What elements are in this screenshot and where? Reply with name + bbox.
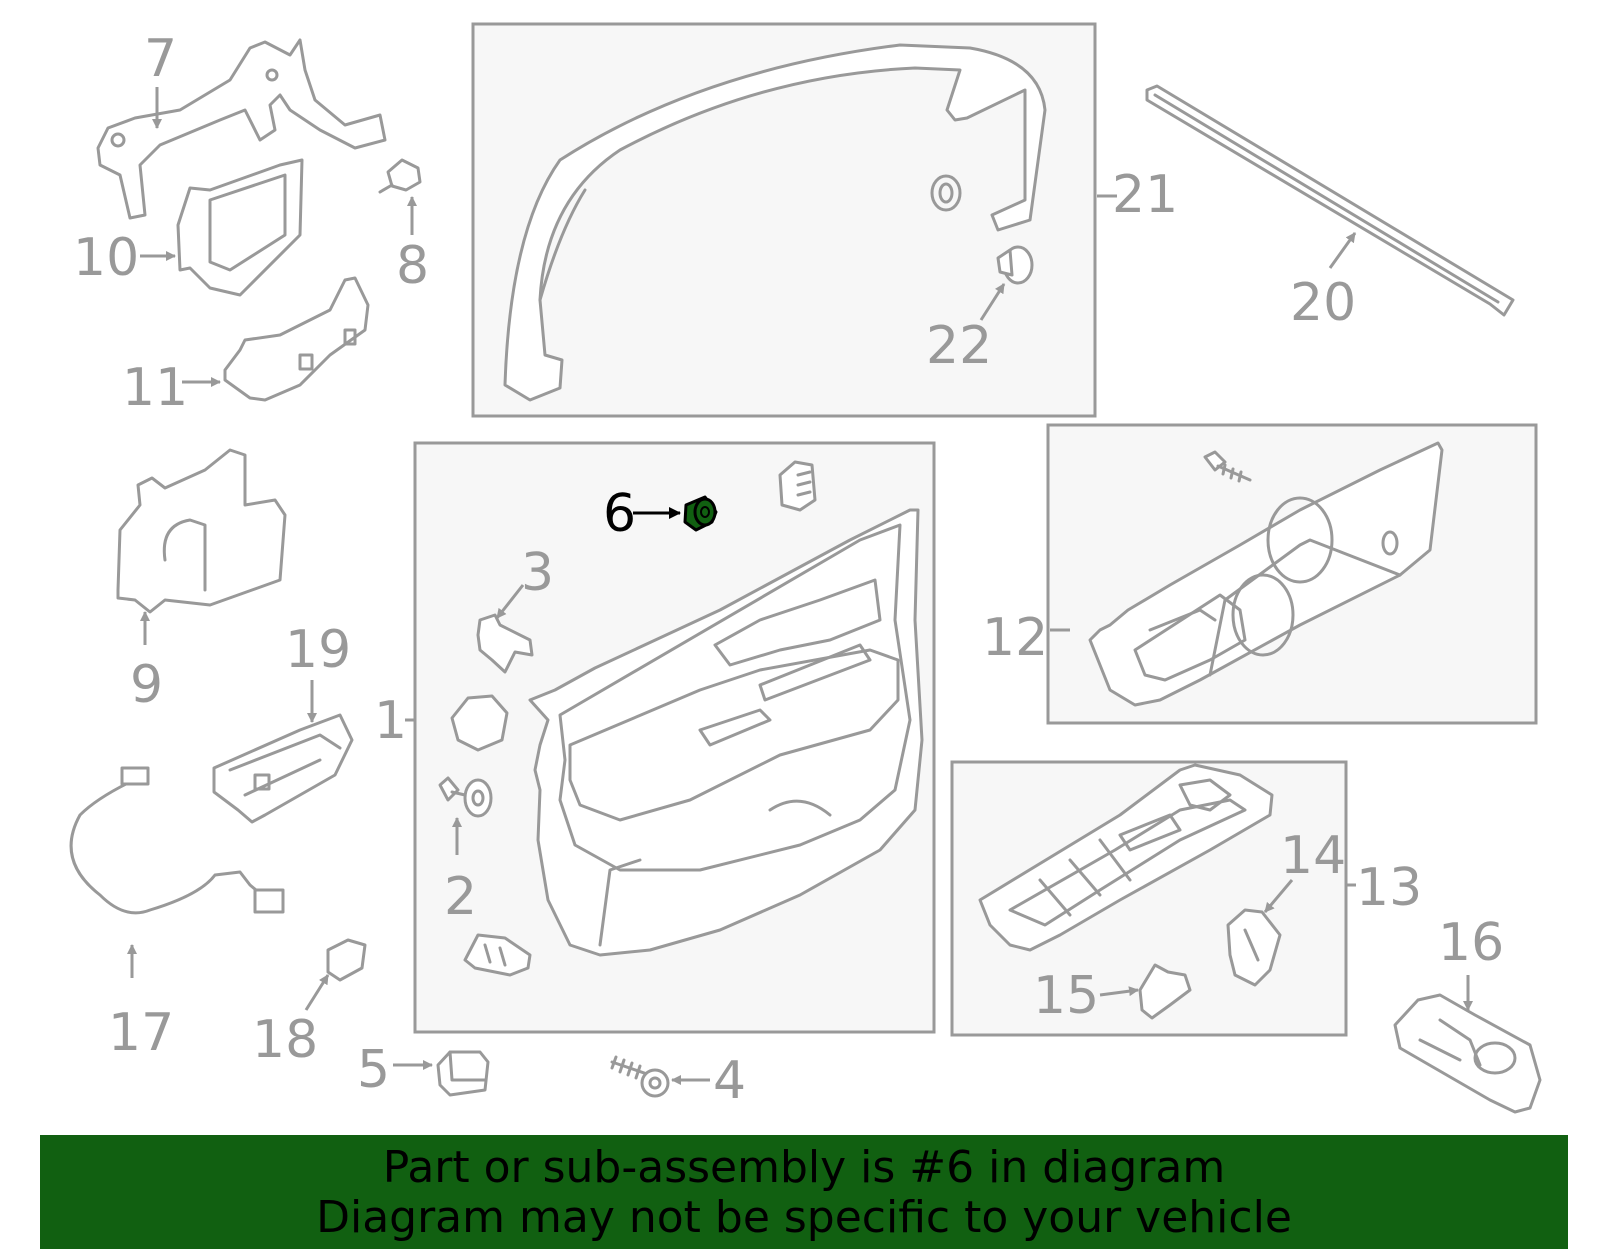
callout-1: 1 bbox=[374, 691, 407, 751]
screw-4-part[interactable] bbox=[610, 1055, 670, 1098]
clip-18-part[interactable] bbox=[326, 938, 367, 982]
clip-22-part[interactable] bbox=[996, 245, 1034, 285]
upper-garnish-part[interactable] bbox=[503, 43, 1047, 402]
screw-8-part[interactable] bbox=[378, 158, 422, 194]
callout-22: 22 bbox=[926, 316, 992, 376]
callout-5: 5 bbox=[357, 1040, 390, 1100]
switch-bezel-13-part[interactable] bbox=[978, 763, 1274, 952]
callout-4: 4 bbox=[713, 1051, 746, 1111]
clip-14-part[interactable] bbox=[1226, 908, 1282, 987]
bracket-7-part[interactable] bbox=[96, 38, 387, 220]
callout-17: 17 bbox=[108, 1003, 174, 1063]
clip-6-part[interactable] bbox=[683, 495, 718, 532]
callout-9: 9 bbox=[130, 655, 163, 715]
clip-bottom-part[interactable] bbox=[463, 933, 532, 977]
nut-5-part[interactable] bbox=[436, 1050, 490, 1097]
clip-top-part[interactable] bbox=[778, 460, 817, 512]
callout-12: 12 bbox=[982, 608, 1048, 668]
callout-13: 13 bbox=[1356, 858, 1422, 918]
callout-3: 3 bbox=[521, 543, 554, 603]
clip-15-part[interactable] bbox=[1138, 963, 1192, 1020]
callout-10: 10 bbox=[73, 228, 139, 288]
bracket-11-part[interactable] bbox=[223, 276, 370, 402]
parts-diagram: 1 2 3 4 5 6 7 8 9 10 11 12 13 14 15 16 1… bbox=[69, 22, 1542, 1114]
bracket-9-part[interactable] bbox=[116, 448, 287, 614]
switch-19-part[interactable] bbox=[212, 713, 354, 824]
callout-14: 14 bbox=[1280, 826, 1346, 886]
callout-11: 11 bbox=[122, 358, 188, 418]
callout-18: 18 bbox=[252, 1010, 318, 1070]
banner-line-2: Diagram may not be specific to your vehi… bbox=[316, 1192, 1292, 1243]
callout-15: 15 bbox=[1033, 966, 1099, 1026]
callout-2: 2 bbox=[444, 867, 477, 927]
armrest-12-part[interactable] bbox=[1088, 441, 1444, 707]
banner-line-1: Part or sub-assembly is #6 in diagram bbox=[382, 1142, 1226, 1193]
callout-21: 21 bbox=[1112, 165, 1178, 225]
pushpin-2-part[interactable] bbox=[438, 776, 493, 818]
callout-20: 20 bbox=[1290, 273, 1356, 333]
screw-12-part[interactable] bbox=[1203, 450, 1252, 483]
clip-3-part[interactable] bbox=[476, 613, 534, 674]
callout-7: 7 bbox=[144, 29, 177, 89]
bracket-16-part[interactable] bbox=[1393, 993, 1542, 1114]
cap-part[interactable] bbox=[450, 694, 509, 752]
callout-16: 16 bbox=[1438, 913, 1504, 973]
harness-17-part[interactable] bbox=[69, 766, 285, 915]
callout-6: 6 bbox=[603, 484, 636, 544]
info-banner: Part or sub-assembly is #6 in diagram Di… bbox=[40, 1135, 1568, 1249]
callout-19: 19 bbox=[285, 620, 351, 680]
callout-8: 8 bbox=[396, 236, 429, 296]
weatherstrip-20-part[interactable] bbox=[1145, 84, 1515, 317]
door-trim-panel-part[interactable] bbox=[528, 508, 924, 957]
bracket-10-part[interactable] bbox=[176, 158, 304, 297]
